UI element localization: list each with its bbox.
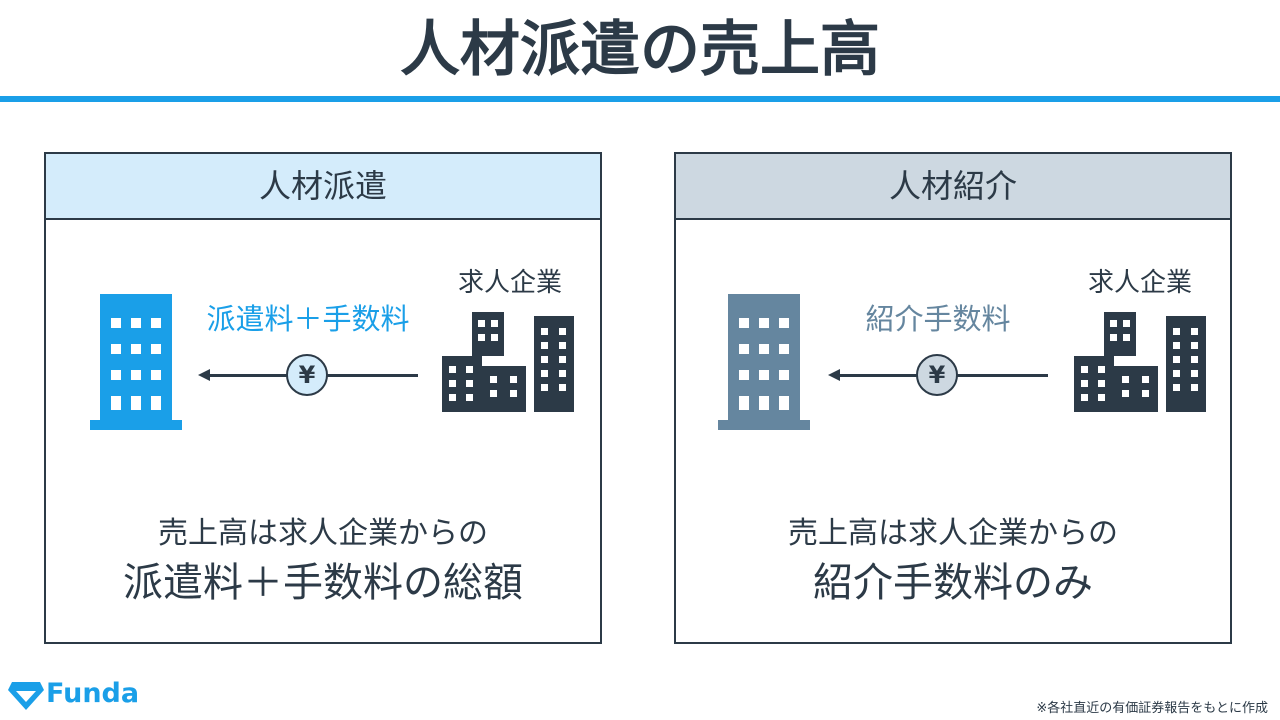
placement-panel-header: 人材紹介 bbox=[676, 154, 1230, 220]
yen-coin-icon: ¥ bbox=[916, 354, 958, 396]
title-divider bbox=[0, 96, 1280, 102]
client-company-label: 求人企業 bbox=[457, 268, 562, 298]
arrow-left-icon bbox=[828, 369, 840, 381]
brand-logo-text: Funda bbox=[46, 678, 140, 709]
client-companies-buildings-icon bbox=[1074, 312, 1206, 412]
staffing-panel-header: 人材派遣 bbox=[46, 154, 600, 220]
arrow-left-icon bbox=[198, 369, 210, 381]
staffing-company-building-icon bbox=[90, 294, 182, 430]
client-company-label: 求人企業 bbox=[1087, 268, 1192, 298]
client-companies-buildings-icon bbox=[442, 312, 574, 412]
placement-company-building-icon bbox=[718, 294, 810, 430]
placement-description-line1: 売上高は求人企業からの bbox=[788, 516, 1118, 551]
staffing-panel: 人材派遣 派遣料＋手数料 ¥ 求人企業 bbox=[44, 152, 602, 644]
placement-panel: 人材紹介 紹介手数料 ¥ 求人企業 bbox=[674, 152, 1232, 644]
staffing-description-line1: 売上高は求人企業からの bbox=[158, 516, 488, 551]
staffing-description-line2: 派遣料＋手数料の総額 bbox=[123, 560, 523, 606]
placement-description-line2: 紹介手数料のみ bbox=[813, 560, 1093, 606]
staffing-fee-label: 派遣料＋手数料 bbox=[206, 302, 410, 336]
page-title: 人材派遣の売上高 bbox=[400, 15, 880, 85]
source-footnote: ※各社直近の有価証券報告をもとに作成 bbox=[1036, 701, 1268, 716]
placement-fee-label: 紹介手数料 bbox=[865, 302, 1011, 336]
diamond-logo-icon bbox=[8, 682, 44, 710]
yen-coin-icon: ¥ bbox=[286, 354, 328, 396]
